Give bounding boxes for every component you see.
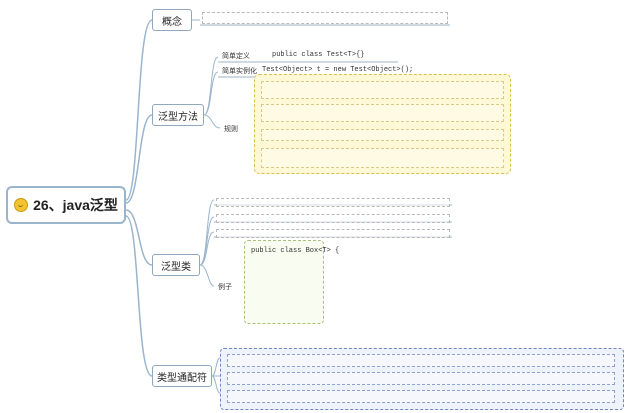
instantiation-code: Test<Object> t = new Test<Object>();	[262, 66, 414, 74]
branch-concept-label: 概念	[162, 16, 182, 28]
wildcard-note	[227, 372, 615, 385]
rules-panel	[254, 74, 511, 174]
branch-generic-class[interactable]: 泛型类	[152, 254, 200, 276]
concept-note	[202, 12, 448, 24]
class-note	[216, 214, 450, 223]
branch-generic-class-label: 泛型类	[161, 261, 191, 273]
rules-label: 规则	[224, 126, 238, 133]
rule-note	[261, 129, 504, 141]
code-first-line: public class Box<T> {	[251, 247, 340, 255]
branch-generic-method[interactable]: 泛型方法	[152, 104, 204, 126]
rule-note	[261, 148, 504, 168]
central-topic[interactable]: 26、java泛型	[6, 186, 126, 224]
definition-label: 简单定义	[222, 53, 250, 60]
wildcard-panel	[220, 348, 624, 410]
wildcard-note	[227, 390, 615, 403]
branch-concept[interactable]: 概念	[152, 9, 192, 31]
rule-note	[261, 104, 504, 122]
branch-type-wildcard-label: 类型通配符	[157, 372, 207, 384]
branch-type-wildcard[interactable]: 类型通配符	[152, 365, 212, 387]
example-label: 例子	[218, 284, 232, 291]
class-note	[216, 198, 450, 207]
box-class-code: public class Box<T> {	[244, 240, 339, 324]
branch-generic-method-label: 泛型方法	[158, 111, 198, 123]
rule-note	[261, 81, 504, 99]
smiley-icon	[14, 198, 29, 212]
central-topic-label: 26、java泛型	[33, 197, 118, 213]
wildcard-note	[227, 354, 615, 367]
definition-code: public class Test<T>{}	[272, 51, 365, 59]
class-note	[216, 229, 450, 238]
instantiation-label: 简单实例化	[222, 68, 257, 75]
